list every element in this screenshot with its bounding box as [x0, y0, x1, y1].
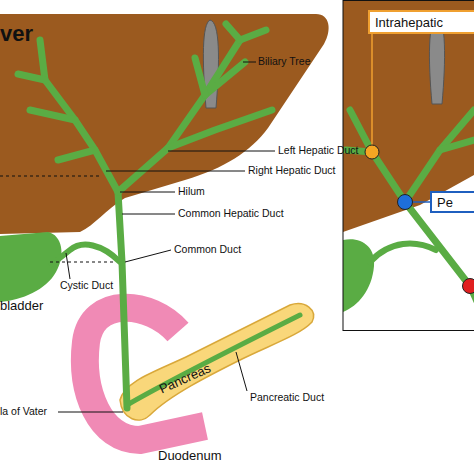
leader-line [106, 171, 245, 172]
leader-line [122, 214, 175, 215]
part-label: Left Hepatic Duct [278, 144, 359, 157]
common-duct [405, 202, 474, 330]
inset-panel [343, 1, 474, 330]
location-dot [463, 279, 474, 294]
level-line [50, 261, 114, 262]
gallbladder-shape [0, 232, 62, 302]
leader-line [66, 253, 70, 279]
leader-line [236, 352, 247, 391]
leader-line [168, 151, 275, 152]
region-label: Pe [437, 195, 453, 210]
biliary-tree [346, 110, 474, 330]
part-label: Hilum [178, 185, 205, 198]
region-label: Intrahepatic [375, 15, 443, 30]
part-label: Biliary Tree [258, 55, 311, 68]
leader-line [243, 62, 256, 63]
leader-lines [58, 62, 275, 412]
location-dot [398, 195, 413, 210]
leader-line [125, 250, 171, 262]
leader-line [371, 33, 373, 152]
left-duct-branch [240, 30, 266, 40]
left-duct-branch [118, 40, 240, 192]
right-duct-branch [30, 110, 75, 120]
right-duct-branch [58, 150, 95, 160]
location-dot [365, 145, 379, 159]
part-label: Pancreatic Duct [250, 391, 324, 404]
part-label: bladder [0, 298, 43, 314]
left-duct-branch [168, 110, 272, 148]
left-duct-branch [195, 58, 205, 95]
cystic-duct [370, 244, 436, 262]
gallbladder-shape [343, 239, 374, 312]
part-label: ver [0, 20, 33, 48]
part-label: Right Hepatic Duct [248, 164, 336, 177]
inset-frame [343, 1, 474, 331]
region-label-box: Intrahepatic [368, 10, 474, 34]
liver-shape [0, 14, 329, 234]
leader-line [120, 192, 175, 193]
level-line [0, 175, 102, 176]
region-label-box: Pe [430, 191, 474, 213]
left-duct-branch [405, 110, 474, 202]
cystic-duct [52, 245, 120, 264]
left-duct-branch [440, 140, 474, 150]
part-label: la of Vater [0, 405, 47, 418]
leader-line [58, 412, 123, 413]
part-label: Common Duct [174, 243, 241, 256]
right-duct-branch [18, 74, 45, 80]
left-duct-branch [205, 62, 245, 95]
part-label: Common Hepatic Duct [178, 207, 284, 220]
common-duct [118, 192, 127, 408]
part-label: Duodenum [158, 448, 222, 464]
part-label: Cystic Duct [60, 279, 113, 292]
